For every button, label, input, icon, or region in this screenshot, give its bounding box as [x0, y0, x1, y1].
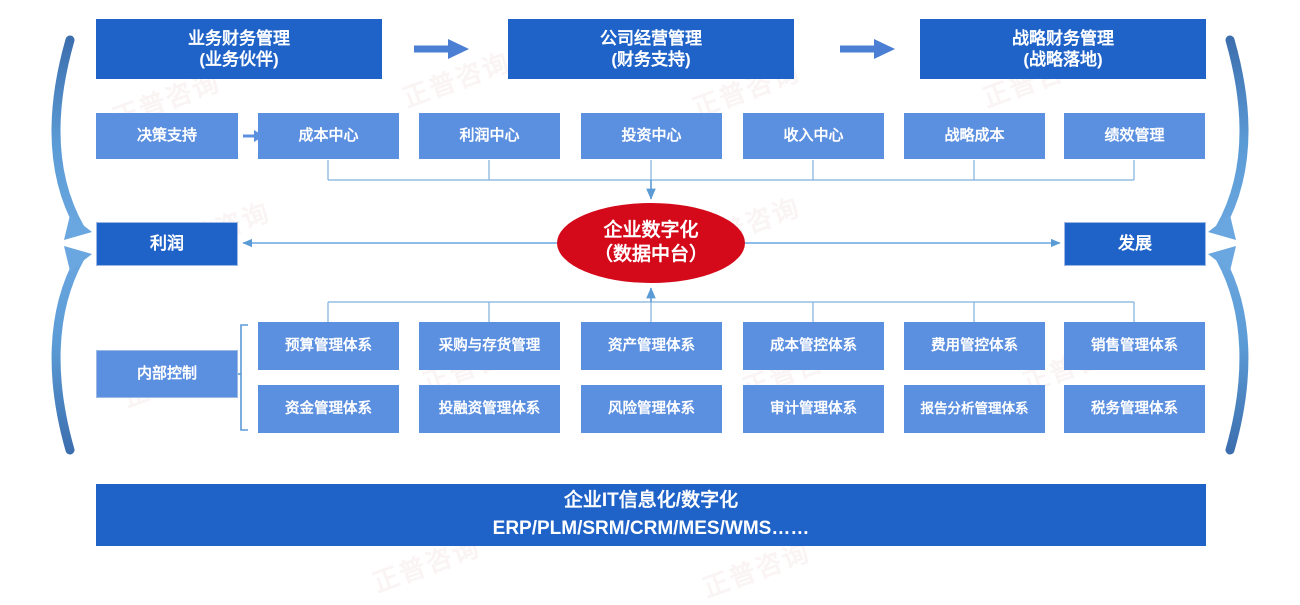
center-box-label: 成本中心	[298, 126, 359, 144]
control-box-label: 审计管理体系	[770, 400, 857, 417]
control-box-label: 投融资管理体系	[438, 400, 541, 417]
control-box-label: 预算管理体系	[285, 337, 372, 354]
watermark: 正普咨询	[398, 46, 515, 114]
header-box-label: 业务财务管理 (业务伙伴)	[188, 28, 290, 69]
center-box-label: 收入中心	[783, 126, 844, 144]
header-arrow-1	[414, 39, 469, 59]
outcome-box-growth[interactable]: 发展	[1064, 222, 1206, 266]
footer-banner-label: 企业IT信息化/数字化 ERP/PLM/SRM/CRM/MES/WMS……	[492, 490, 810, 539]
center-box-strategic-cost[interactable]: 战略成本	[904, 113, 1045, 159]
control-box-expense-control[interactable]: 费用管控体系	[904, 322, 1045, 370]
bottom-bus-connectors	[327, 301, 1135, 322]
header-box-company-operation[interactable]: 公司经营管理 (财务支持)	[508, 19, 794, 79]
right-arc-lower	[1208, 246, 1249, 455]
control-box-procurement-inventory[interactable]: 采购与存货管理	[419, 322, 560, 370]
center-box-investment-center[interactable]: 投资中心	[581, 113, 722, 159]
center-box-label: 决策支持	[136, 126, 197, 144]
internal-control-label: 内部控制	[136, 364, 197, 382]
internal-control-box[interactable]: 内部控制	[96, 350, 238, 398]
digital-hub-label: 企业数字化 （数据中台）	[593, 220, 708, 265]
center-box-profit-center[interactable]: 利润中心	[419, 113, 560, 159]
control-box-audit[interactable]: 审计管理体系	[743, 385, 884, 433]
outcome-box-profit[interactable]: 利润	[96, 222, 238, 266]
control-box-label: 费用管控体系	[931, 337, 1018, 354]
center-box-label: 战略成本	[944, 126, 1005, 144]
control-box-sales[interactable]: 销售管理体系	[1064, 322, 1205, 370]
control-box-label: 成本管控体系	[770, 337, 857, 354]
left-arc-lower	[51, 246, 92, 455]
left-arc-upper	[51, 35, 92, 240]
center-box-performance-management[interactable]: 绩效管理	[1064, 113, 1205, 159]
top-bus-connectors	[327, 160, 1135, 181]
control-box-funds[interactable]: 资金管理体系	[258, 385, 399, 433]
center-box-decision-support[interactable]: 决策支持	[96, 113, 238, 159]
control-box-budget[interactable]: 预算管理体系	[258, 322, 399, 370]
footer-banner[interactable]: 企业IT信息化/数字化 ERP/PLM/SRM/CRM/MES/WMS……	[96, 484, 1206, 546]
digital-hub-ellipse[interactable]: 企业数字化 （数据中台）	[557, 203, 745, 283]
control-box-report-analysis[interactable]: 报告分析管理体系	[904, 385, 1045, 433]
control-box-cost-control[interactable]: 成本管控体系	[743, 322, 884, 370]
header-arrow-2	[840, 39, 895, 59]
control-box-label: 风险管理体系	[608, 400, 695, 417]
control-box-risk[interactable]: 风险管理体系	[581, 385, 722, 433]
center-box-cost-center[interactable]: 成本中心	[258, 113, 399, 159]
control-box-investment-financing[interactable]: 投融资管理体系	[419, 385, 560, 433]
center-box-label: 绩效管理	[1104, 126, 1165, 144]
right-arc-upper	[1208, 35, 1249, 240]
control-box-tax[interactable]: 税务管理体系	[1064, 385, 1205, 433]
control-box-label: 采购与存货管理	[438, 337, 541, 354]
control-box-label: 报告分析管理体系	[920, 400, 1029, 416]
control-box-label: 资金管理体系	[285, 400, 372, 417]
center-box-label: 利润中心	[459, 126, 520, 144]
outcome-box-label: 发展	[1118, 234, 1152, 254]
header-box-strategic-finance[interactable]: 战略财务管理 (战略落地)	[920, 19, 1206, 79]
center-box-label: 投资中心	[621, 126, 682, 144]
control-box-label: 资产管理体系	[608, 337, 695, 354]
control-box-asset[interactable]: 资产管理体系	[581, 322, 722, 370]
header-box-label: 公司经营管理 (财务支持)	[600, 28, 702, 69]
control-box-label: 税务管理体系	[1091, 400, 1178, 417]
control-box-label: 销售管理体系	[1091, 337, 1178, 354]
header-box-label: 战略财务管理 (战略落地)	[1012, 28, 1114, 69]
outcome-box-label: 利润	[150, 234, 184, 254]
center-box-revenue-center[interactable]: 收入中心	[743, 113, 884, 159]
header-box-business-finance[interactable]: 业务财务管理 (业务伙伴)	[96, 19, 382, 79]
